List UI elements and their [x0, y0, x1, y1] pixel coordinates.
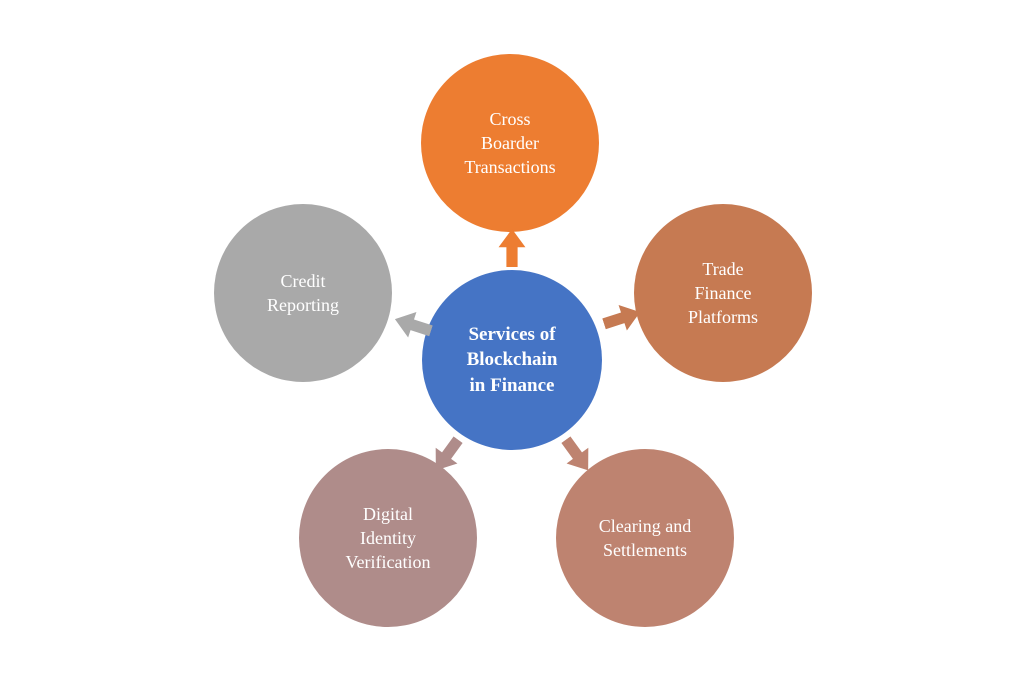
node-digital-identity-verification: Digital Identity Verification — [299, 449, 477, 627]
node-label: Digital Identity Verification — [345, 503, 431, 573]
node-label: Trade Finance Platforms — [688, 258, 758, 328]
node-clearing-and-settlements: Clearing and Settlements — [556, 449, 734, 627]
node-label: Clearing and Settlements — [598, 515, 692, 560]
arrow-up-icon — [498, 229, 526, 267]
center-node-label: Services of Blockchain in Finance — [466, 323, 558, 396]
node-label: Credit Reporting — [267, 270, 339, 315]
node-credit-reporting: Credit Reporting — [214, 204, 392, 382]
center-node-services-of-blockchain: Services of Blockchain in Finance — [422, 270, 602, 450]
node-cross-boarder-transactions: Cross Boarder Transactions — [421, 54, 599, 232]
node-label: Cross Boarder Transactions — [464, 108, 556, 178]
node-trade-finance-platforms: Trade Finance Platforms — [634, 204, 812, 382]
